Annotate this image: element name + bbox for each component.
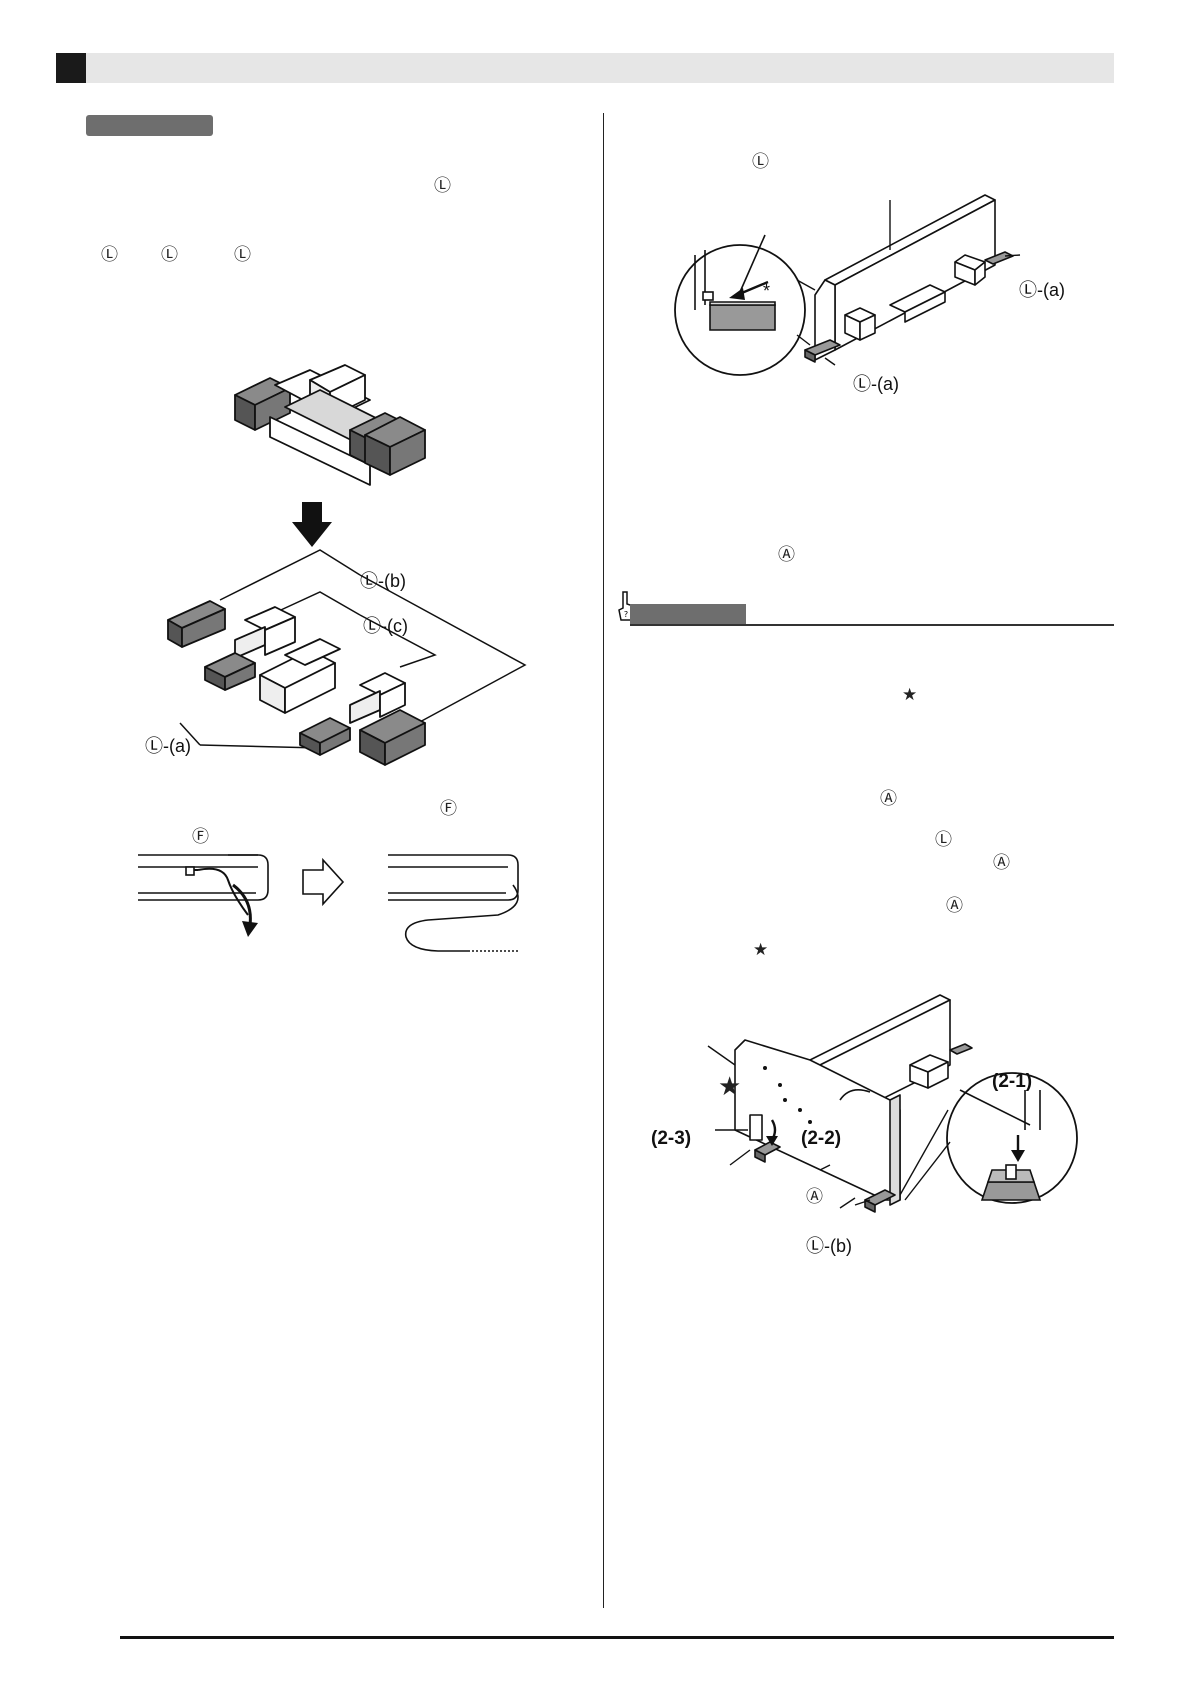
- part-l-marker: Ⓛ: [234, 245, 251, 265]
- label-l-b: Ⓛ-(b): [806, 1236, 852, 1256]
- section-marker: [56, 53, 86, 83]
- part-l-marker: Ⓛ: [935, 830, 952, 850]
- label-l-c: Ⓛ-(c): [363, 616, 408, 636]
- down-arrow-icon: [292, 502, 332, 547]
- star-marker: ★: [718, 1072, 742, 1102]
- packing-blocks-illustration: [234, 364, 426, 486]
- cable-release-illustration: [138, 854, 519, 952]
- part-a-marker: Ⓐ: [946, 896, 963, 916]
- star-marker: ★: [753, 940, 769, 960]
- section-header-bar: [56, 53, 1114, 83]
- column-divider: [603, 113, 604, 1608]
- svg-text:?: ?: [624, 610, 628, 619]
- part-a-marker: Ⓐ: [880, 789, 897, 809]
- star-marker: ★: [902, 685, 918, 705]
- part-a-marker: Ⓐ: [993, 853, 1010, 873]
- label-l-b: Ⓛ-(b): [360, 571, 406, 591]
- side-panel-illustration: [674, 194, 1021, 376]
- label-f: Ⓕ: [192, 827, 209, 847]
- step-2-2-label: (2-2): [801, 1128, 842, 1149]
- label-l-a: Ⓛ-(a): [1019, 280, 1065, 300]
- part-a-marker: Ⓐ: [778, 545, 795, 565]
- part-l-marker: Ⓛ: [752, 152, 769, 172]
- asterisk-mark: *: [763, 281, 771, 301]
- part-l-marker: Ⓛ: [434, 176, 451, 196]
- label-l-a: Ⓛ-(a): [145, 736, 191, 756]
- footer-rule: [120, 1636, 1114, 1639]
- step-2-1-label: (2-1): [992, 1071, 1033, 1092]
- step-2-3-label: (2-3): [651, 1128, 692, 1149]
- part-l-marker: Ⓛ: [101, 245, 118, 265]
- part-l-marker: Ⓛ: [161, 245, 178, 265]
- preparation-tag: [86, 115, 213, 136]
- panel-assembly-illustration: [707, 994, 1078, 1213]
- part-f-marker: Ⓕ: [440, 799, 457, 819]
- label-a: Ⓐ: [806, 1187, 823, 1207]
- note-tag: [630, 604, 746, 626]
- separated-blocks-illustration: [167, 549, 527, 766]
- label-l-a: Ⓛ-(a): [853, 374, 899, 394]
- note-rule: [630, 624, 1114, 626]
